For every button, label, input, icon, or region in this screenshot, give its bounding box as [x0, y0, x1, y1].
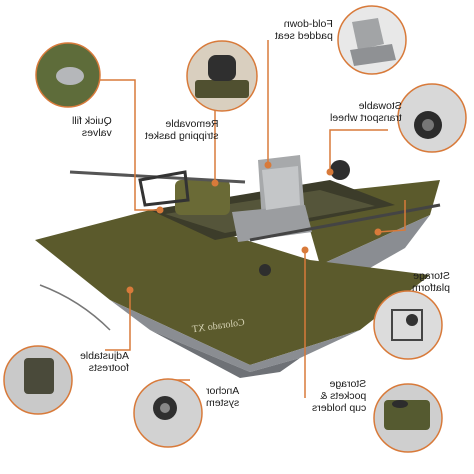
detail-circles	[3, 5, 467, 453]
basket-icon	[186, 40, 258, 112]
boat	[35, 155, 441, 378]
wheel-icon	[397, 83, 467, 153]
callout-transport-wheel: Stowable transport wheel	[330, 100, 402, 124]
callout-adjustable-footrests: Adjustable footrests	[80, 350, 130, 374]
callout-storage-pockets: Storage pockets & cup holders	[312, 378, 367, 414]
quick-fill-valve-icon	[35, 42, 101, 108]
callout-removable-basket: Removable stripping basket	[145, 118, 219, 142]
platform-icon	[373, 290, 443, 360]
callout-quick-fill-valves: Quick fill valves	[72, 115, 112, 139]
callout-fold-down-seat: Fold-down padded seat	[275, 18, 333, 42]
callout-anchor-system: Anchor system	[206, 385, 240, 409]
callout-storage-platform: Storage platform	[412, 270, 450, 294]
anchor-icon	[133, 378, 203, 448]
footrest-icon	[3, 345, 73, 415]
pockets-icon	[373, 383, 443, 453]
leader-dots	[126, 161, 382, 294]
leader-lines	[96, 40, 406, 398]
seat-icon	[337, 5, 407, 75]
